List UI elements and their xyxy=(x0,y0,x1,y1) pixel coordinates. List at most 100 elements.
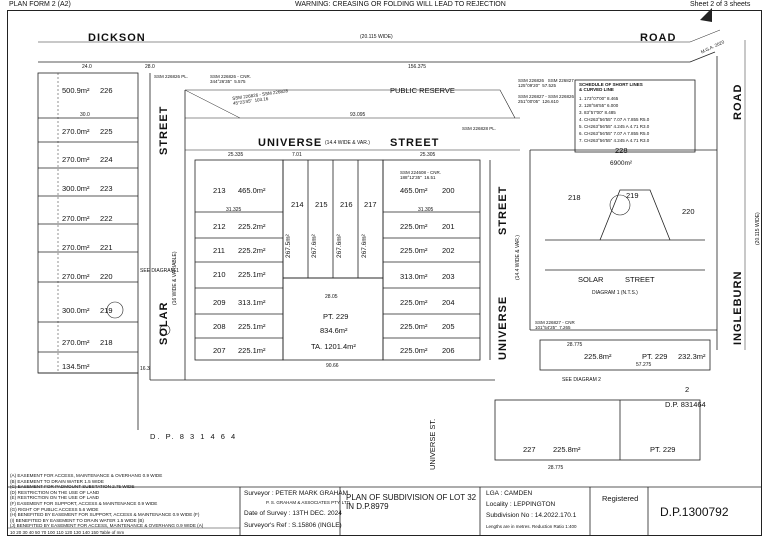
lot-208-number: 208 xyxy=(213,322,226,331)
lot-213-number: 213 xyxy=(213,186,226,195)
pt229-area: 834.6m² xyxy=(320,326,348,335)
lot-224-number: 224 xyxy=(100,155,113,164)
street-right-label: STREET xyxy=(497,185,509,235)
lot-225-number: 225 xyxy=(100,127,113,136)
surveyor-name: Surveyor : PETER MARK GRAHAM xyxy=(244,490,349,497)
dim-90: 90.66 xyxy=(326,363,339,369)
dim-57-275: 57.275 xyxy=(636,362,652,368)
lot-217-area: 267.6m² xyxy=(361,234,368,258)
lot-217-number: 217 xyxy=(364,200,377,209)
ssm-6: SSM 226828 PL. xyxy=(462,126,497,131)
lot-214-number: 214 xyxy=(291,200,304,209)
lot-219-area: 300.0m² xyxy=(62,306,90,315)
width-solar: (16 WIDE & VARIABLE) xyxy=(172,251,178,305)
legend-i: (I) BENEFITED BY EASEMENT TO DRAIN WATER… xyxy=(10,517,144,523)
legend-d: (D) RESTRICTION ON THE USE OF LAND xyxy=(10,489,100,495)
width-universe-v: (14.4 WIDE & VAR.) xyxy=(515,235,521,280)
ssm-8: SSM 226827 - CNR 101°54'25" 7.265 xyxy=(535,320,575,330)
lot-209-number: 209 xyxy=(213,298,226,307)
dim-25-305: 25.305 xyxy=(420,152,436,158)
lot-200-area: 465.0m² xyxy=(400,186,428,195)
lga-label: LGA : CAMDEN xyxy=(486,490,533,497)
sheet-label: Sheet 2 of 3 sheets xyxy=(690,1,751,8)
lot-228-number: 228 xyxy=(615,146,628,155)
schedule-title: SCHEDULE OF SHORT LINES & CURVED LINE xyxy=(579,82,643,92)
lot-219r-number: 219 xyxy=(626,191,639,200)
ssm-5: SSM 226827 - SSM 226826 251°00'05" 126.6… xyxy=(518,94,575,104)
width-top: (20.115 WIDE) xyxy=(360,34,393,40)
width-right: (20.115 WIDE) xyxy=(755,212,761,245)
lot-203-number: 203 xyxy=(442,272,455,281)
solar-left-label: SOLAR xyxy=(158,301,170,346)
lot-211-number: 211 xyxy=(213,246,225,255)
schedule-row-2: 2. 128°56'55" 6.000 xyxy=(579,103,619,108)
lot-228-area: 6900m² xyxy=(610,160,633,167)
universe-right-label: UNIVERSE xyxy=(497,295,509,360)
lot-206-area: 225.0m² xyxy=(400,346,428,355)
street-top-label: STREET xyxy=(390,137,440,149)
see-diagram-2: SEE DIAGRAM 2 xyxy=(562,377,601,383)
ssm-7: SSM 224608 - CNR. 188°12'35" 16.51 xyxy=(400,170,442,180)
solar-bottom-label: SOLAR xyxy=(578,275,604,284)
lot-220-number: 220 xyxy=(100,272,113,281)
lot-226-number: 226 xyxy=(100,86,113,95)
schedule-row-5: 5. CH263°56'55" 4.245 A 4.71 R3.0 xyxy=(579,124,650,129)
schedule-row-3: 3. 83°57'00" 8.485 xyxy=(579,110,616,115)
lot-204-number: 204 xyxy=(442,298,455,307)
lot-218-area: 270.0m² xyxy=(62,338,90,347)
lot-201-number: 201 xyxy=(442,222,455,231)
surveyor-firm: P. S. GRAHAM & ASSOCIATES PTY. LTD. xyxy=(266,500,352,505)
lot-226-area: 500.9m² xyxy=(62,86,90,95)
lot-227-area: 225.8m² xyxy=(553,445,581,454)
dickson-road-boundary xyxy=(38,51,716,63)
lot-201-area: 225.0m² xyxy=(400,222,428,231)
dim-7-01: 7.01 xyxy=(292,152,302,158)
road-right-label: ROAD xyxy=(732,83,744,120)
dp-left-label: D. P. 8 3 1 4 6 4 xyxy=(150,432,238,441)
lot-210-number: 210 xyxy=(213,270,226,279)
lot-218-number: 218 xyxy=(100,338,113,347)
lot-207-area: 225.1m² xyxy=(238,346,266,355)
dim-28-775: 28.775 xyxy=(567,342,583,348)
pt229-total: TA. 1201.4m² xyxy=(311,342,356,351)
pt229r-area: 232.3m² xyxy=(678,352,706,361)
lot-2-number: 2 xyxy=(685,385,690,394)
locality-label: Locality : LEPPINGTON xyxy=(486,501,556,508)
lot-221-number: 221 xyxy=(100,243,113,252)
universe-st-label: UNIVERSE ST. xyxy=(428,418,437,470)
public-reserve-label: PUBLIC RESERVE xyxy=(390,86,455,95)
scale-bar: 10 20 30 40 50 70 100 110 120 130 140 15… xyxy=(10,530,125,535)
lot-225-area: 270.0m² xyxy=(62,127,90,136)
lot-212-area: 225.2m² xyxy=(238,222,266,231)
lot-220-area: 270.0m² xyxy=(62,272,90,281)
legend-b: (B) EASEMENT TO DRAIN WATER 1.5 WIDE xyxy=(10,478,104,484)
plan-form-label: PLAN FORM 2 (A2) xyxy=(9,1,71,8)
lot-227-area-small: 225.8m² xyxy=(584,352,612,361)
dim-25-335: 25.335 xyxy=(228,152,244,158)
dim-30: 30.0 xyxy=(80,112,90,118)
lot-222-number: 222 xyxy=(100,214,113,223)
see-diagram-1: SEE DIAGRAM 1 xyxy=(140,268,179,274)
lot-211-area: 225.2m² xyxy=(238,246,266,255)
lot-220r-number: 220 xyxy=(682,207,695,216)
lot-222-area: 270.0m² xyxy=(62,214,90,223)
pt229-label: PT. 229 xyxy=(323,312,349,321)
subdivision-label: Subdivision No : 14.2022.170.1 xyxy=(486,512,577,519)
lot-205-number: 205 xyxy=(442,322,455,331)
lot-204-area: 225.0m² xyxy=(400,298,428,307)
legend-j: (J) BENEFITED BY EASEMENT FOR ACCESS, MA… xyxy=(10,523,204,529)
dim-24: 24.0 xyxy=(82,64,92,70)
legend-e: (E) RESTRICTION ON THE USE OF LAND xyxy=(10,495,99,501)
lot-203-area: 313.0m² xyxy=(400,272,428,281)
dim-31-305: 31.305 xyxy=(418,207,434,213)
ingleburn-label: INGLEBURN xyxy=(732,270,744,345)
pt229-lower-label: PT. 229 xyxy=(650,445,676,454)
lot-223-area: 300.0m² xyxy=(62,184,90,193)
survey-date: Date of Survey : 13TH DEC. 2024 xyxy=(244,510,342,517)
lot-224-area: 270.0m² xyxy=(62,155,90,164)
dim-28-775b: 28.775 xyxy=(548,465,564,471)
ssm-1: SSM 226826 PL. xyxy=(154,74,189,79)
schedule-row-4: 4. CH263°56'55" 7.07 A 7.855 R5.0 xyxy=(579,117,650,122)
lengths-note: Lengths are in metres. Reduction Ratio 1… xyxy=(486,524,577,529)
